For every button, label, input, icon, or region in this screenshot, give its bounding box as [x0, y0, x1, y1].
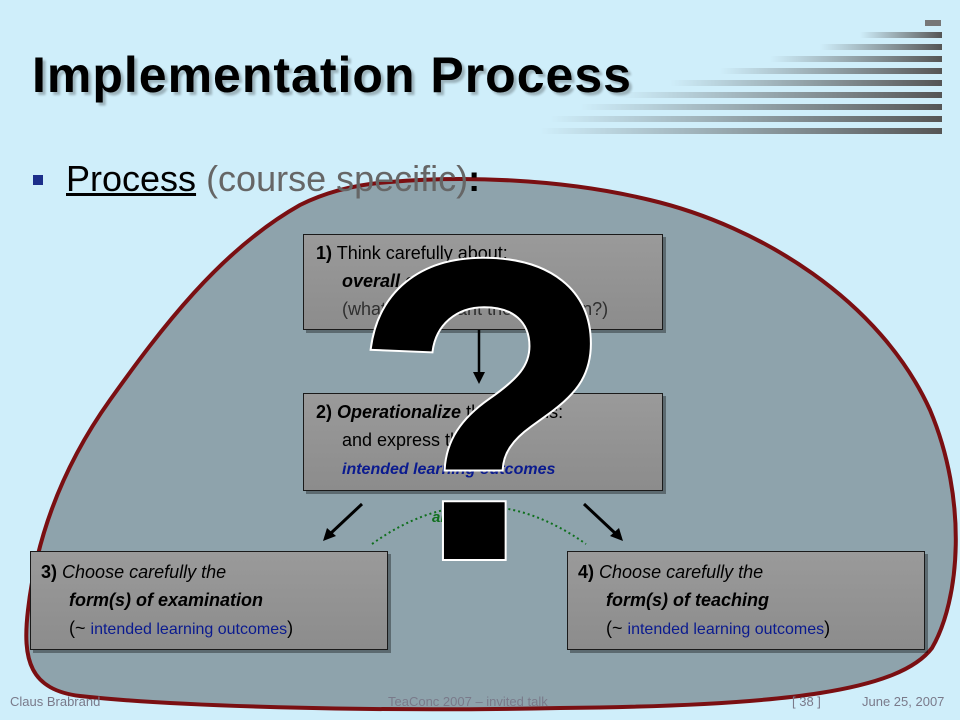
footer-page-number: [ 38 ] — [792, 694, 821, 709]
slide-title: Implementation Process — [32, 47, 632, 103]
step-1-line3: (what do we want them to learn?) — [342, 299, 609, 319]
bullet-process: Process (course specific): — [66, 158, 480, 200]
step-4-box: 4) Choose carefully the form(s) of teach… — [567, 551, 925, 650]
step-1-line2: overall goal of course — [342, 271, 529, 291]
process-keyword: Process — [66, 158, 197, 199]
question-mark-icon: ? — [350, 171, 617, 651]
step-3-box: 3) Choose carefully the form(s) of exami… — [30, 551, 388, 650]
step-4-line2: form(s) of teaching — [606, 590, 770, 610]
step-4-line1: Choose carefully the — [599, 562, 764, 582]
footer-author: Claus Brabrand — [10, 694, 101, 709]
step-2-number: 2) — [316, 402, 333, 422]
step-2-line3: intended learning outcomes — [342, 461, 556, 478]
bullet-square-icon — [33, 175, 43, 185]
footer-date: June 25, 2007 — [862, 694, 945, 709]
step-2-line1-rest: these goals: — [466, 402, 564, 422]
step-4-line3-close: ) — [824, 618, 831, 638]
step-3-line3-close: ) — [287, 618, 294, 638]
step-1-line1: Think carefully about: — [336, 243, 508, 263]
step-2-line2: and express them as — [342, 430, 510, 450]
step-1-number: 1) — [316, 243, 333, 263]
step-3-number: 3) — [41, 562, 58, 582]
step-3-line3-outcomes: intended learning outcomes — [90, 621, 288, 638]
process-colon: : — [468, 158, 481, 199]
process-qualifier: (course specific) — [206, 158, 469, 199]
step-3-line3-open: (~ — [69, 618, 86, 638]
step-4-number: 4) — [578, 562, 595, 582]
step-2-box: 2) Operationalize these goals: and expre… — [303, 393, 663, 491]
alignment-label: alignment — [432, 509, 503, 526]
step-4-line3-outcomes: intended learning outcomes — [627, 621, 825, 638]
footer-talk: TeaConc 2007 – invited talk — [388, 694, 548, 709]
step-2-line1-italic: Operationalize — [337, 402, 462, 422]
decorative-stripes — [540, 20, 942, 134]
step-4-line3-open: (~ — [606, 618, 623, 638]
step-1-box: 1) Think carefully about: overall goal o… — [303, 234, 663, 330]
step-3-line1: Choose carefully the — [62, 562, 227, 582]
step-3-line2: form(s) of examination — [69, 590, 264, 610]
